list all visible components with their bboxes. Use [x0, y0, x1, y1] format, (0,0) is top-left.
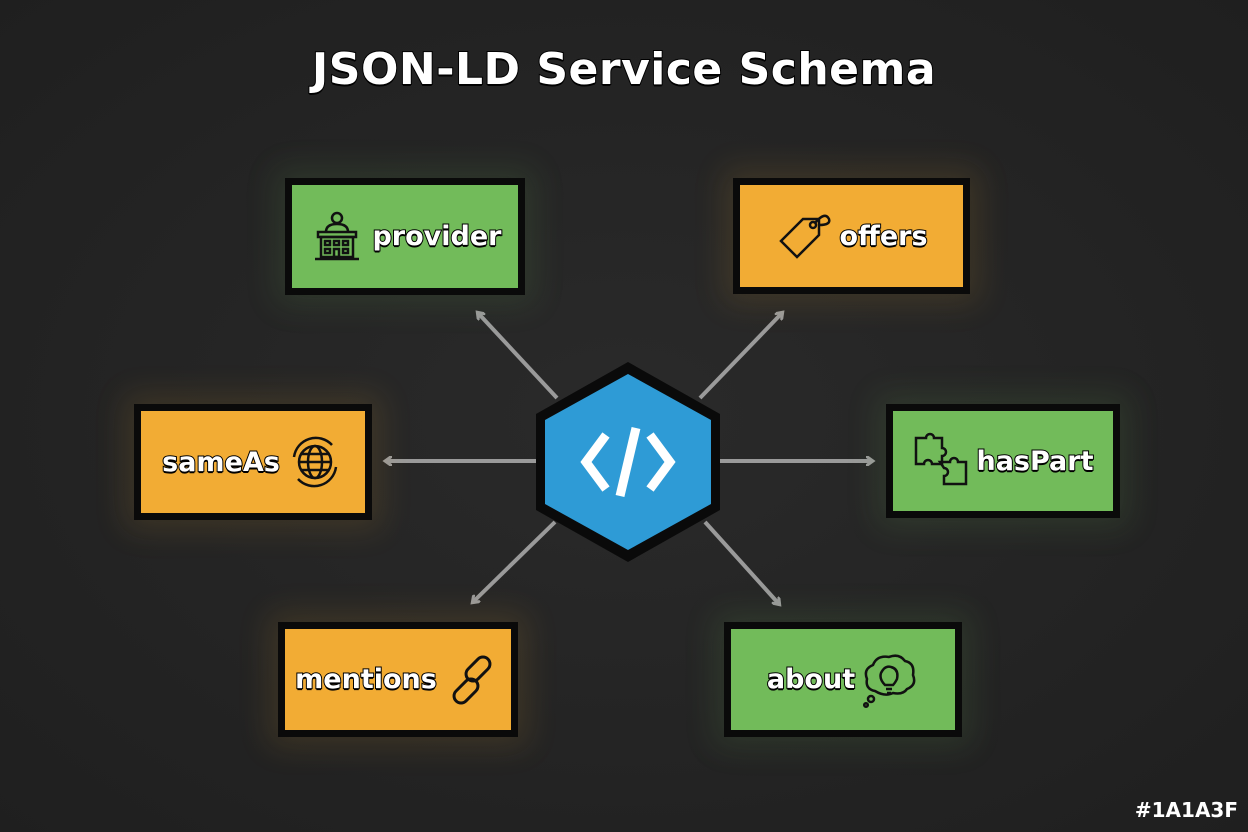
page-title: JSON-LD Service Schema: [311, 43, 937, 96]
arrow-about: [703, 520, 779, 604]
lightbulb-thought-icon: [863, 653, 916, 708]
center-hexagon: [536, 362, 720, 562]
node-provider[interactable]: provider: [285, 178, 525, 295]
arrow-provider: [478, 313, 559, 400]
chain-link-icon: [452, 655, 492, 704]
node-label: hasPart: [975, 445, 1094, 478]
node-label: about: [766, 663, 856, 696]
node-label: mentions: [294, 663, 438, 696]
node-about[interactable]: about: [724, 622, 962, 737]
node-haspart[interactable]: hasPart: [886, 404, 1120, 518]
node-label: offers: [838, 220, 928, 253]
puzzle-icon: [915, 432, 968, 486]
node-sameas[interactable]: sameAs: [134, 404, 372, 520]
arrow-offers: [698, 313, 782, 400]
node-mentions[interactable]: mentions: [278, 622, 518, 737]
watermark: #1A1A3F: [1134, 798, 1238, 822]
node-offers[interactable]: offers: [733, 178, 970, 294]
node-label: sameAs: [161, 446, 281, 479]
price-tag-icon: [779, 214, 831, 259]
arrow-mentions: [473, 520, 557, 602]
provider-building-icon: [315, 211, 360, 260]
globe-sync-icon: [292, 436, 338, 488]
code-icon: [580, 426, 676, 498]
node-label: provider: [371, 220, 502, 253]
